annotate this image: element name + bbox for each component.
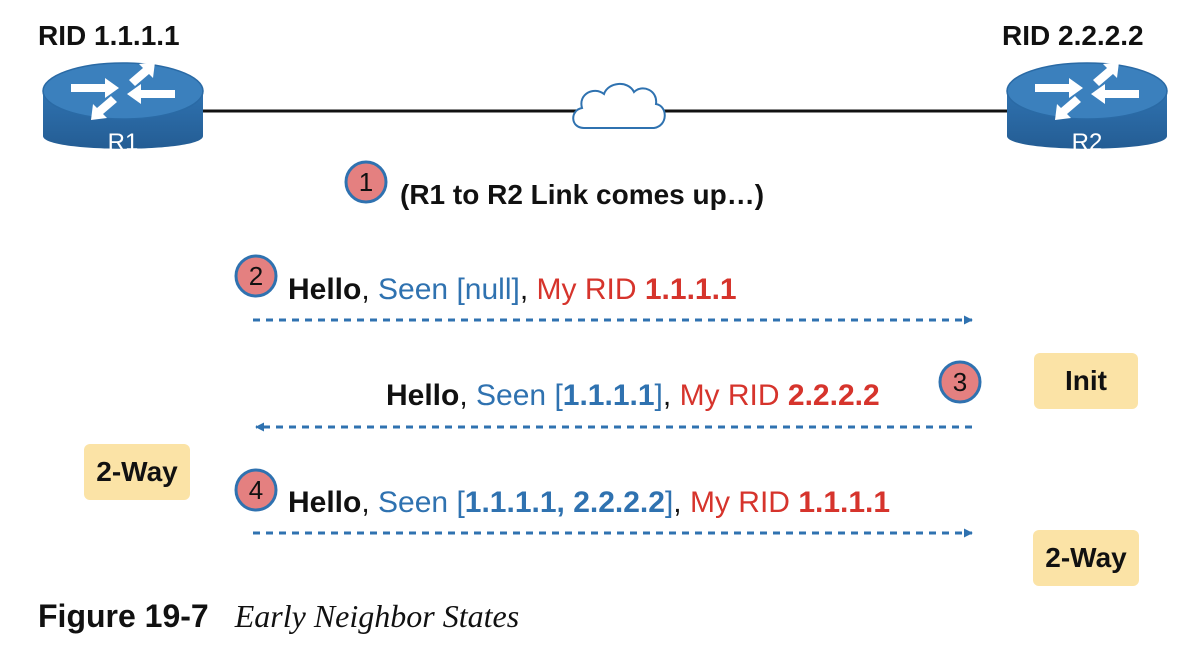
r2-two-way-state-badge: 2-Way: [1033, 530, 1139, 586]
message-3-seen-suffix: ]: [654, 379, 663, 412]
step-2-number: 2: [249, 261, 263, 291]
cloud-icon: [572, 83, 666, 129]
message-4-myrid-label: My RID: [689, 486, 790, 519]
message-3-hello: Hello: [386, 379, 460, 412]
router-r1-name: R1: [108, 129, 139, 156]
message-3-label: Hello, Seen [1.1.1.1], My RID 2.2.2.2: [386, 381, 880, 411]
message-4-hello: Hello: [288, 486, 362, 519]
message-4-comma-2: ,: [673, 486, 682, 519]
message-3-myrid-label: My RID: [679, 379, 780, 412]
router-r1-rid-label: RID 1.1.1.1: [38, 20, 180, 51]
message-3-seen-prefix: Seen [: [476, 379, 563, 412]
message-2-comma-2: ,: [519, 273, 529, 306]
message-4-comma-1: ,: [361, 486, 370, 519]
message-4-seen-suffix: ]: [664, 486, 674, 519]
step-3-marker: 3: [938, 360, 982, 404]
message-4-myrid-value: 1.1.1.1: [798, 486, 891, 519]
figure-number: Figure 19-7: [38, 598, 209, 634]
message-3-myrid-value: 2.2.2.2: [787, 379, 880, 412]
step-4-number: 4: [249, 475, 263, 505]
step-1-number: 1: [359, 167, 373, 197]
message-2-hello: Hello: [288, 273, 362, 306]
message-4-label: Hello, Seen [1.1.1.1, 2.2.2.2], My RID 1…: [288, 488, 890, 518]
message-2-comma-1: ,: [361, 273, 370, 306]
message-3-comma-1: ,: [459, 379, 468, 412]
message-3-comma-2: ,: [662, 379, 672, 412]
message-3-seen-value: 1.1.1.1: [562, 379, 655, 412]
r2-init-state-badge: Init: [1034, 353, 1138, 409]
message-2-myrid-value: 1.1.1.1: [644, 273, 737, 306]
message-4-seen-value: 1.1.1.1, 2.2.2.2: [464, 486, 665, 519]
r1-two-way-state-badge: 2-Way: [84, 444, 190, 500]
router-r2-icon: [1006, 62, 1168, 149]
message-2-seen: Seen [null]: [378, 273, 520, 306]
step-1-text: (R1 to R2 Link comes up…): [400, 179, 765, 210]
router-r2-rid-label: RID 2.2.2.2: [1002, 20, 1144, 51]
message-4-seen-prefix: Seen [: [378, 486, 465, 519]
step-2-marker: 2: [234, 254, 278, 298]
router-r1-icon: [42, 62, 204, 149]
step-3-number: 3: [953, 367, 967, 397]
figure-caption: Figure 19-7 Early Neighbor States: [38, 600, 519, 632]
router-r2-name: R2: [1072, 129, 1103, 156]
message-2-myrid-label: My RID: [536, 273, 637, 306]
step-4-marker: 4: [234, 468, 278, 512]
message-2-label: Hello, Seen [null], My RID 1.1.1.1: [288, 275, 737, 305]
step-1-marker: 1: [344, 160, 388, 204]
figure-title: Early Neighbor States: [234, 598, 520, 634]
